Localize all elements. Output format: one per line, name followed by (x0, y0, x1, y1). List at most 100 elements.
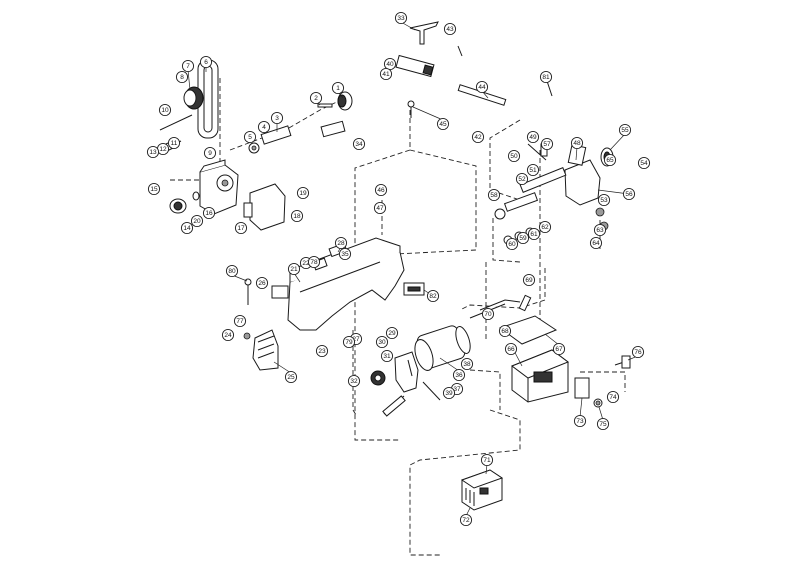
callout-circle (257, 120, 271, 134)
callout-number: 42 (474, 134, 482, 141)
callout-number: 68 (501, 328, 509, 335)
callout-6: 6 (199, 55, 213, 69)
callout-73: 73 (573, 414, 587, 428)
callout-79: 79 (342, 335, 356, 349)
callout-54: 54 (637, 156, 651, 170)
callout-circle (147, 182, 161, 196)
callout-circle (597, 193, 611, 207)
callout-number: 70 (484, 311, 492, 318)
callout-number: 17 (237, 225, 245, 232)
callout-12: 12 (156, 142, 170, 156)
callout-number: 47 (376, 205, 384, 212)
callout-number: 43 (446, 26, 454, 33)
callout-number: 53 (600, 197, 608, 204)
callout-circle (373, 201, 387, 215)
callout-number: 27 (352, 336, 360, 343)
part-number-callouts: 1234567891011121314151617181920212223242… (146, 11, 651, 527)
callout-circle (606, 390, 620, 404)
callout-number: 64 (592, 240, 600, 247)
callout-circle (452, 368, 466, 382)
callout-number: 62 (541, 224, 549, 231)
callout-17: 17 (234, 221, 248, 235)
callout-25: 25 (284, 370, 298, 384)
callout-number: 79 (345, 339, 353, 346)
callout-number: 67 (555, 346, 563, 353)
callout-57: 57 (540, 137, 554, 151)
callout-number: 44 (478, 84, 486, 91)
callout-26: 26 (255, 276, 269, 290)
callout-75: 75 (596, 417, 610, 431)
callout-number: 63 (596, 227, 604, 234)
callout-number: 24 (224, 332, 232, 339)
callout-number: 40 (386, 61, 394, 68)
callout-circle (498, 324, 512, 338)
callout-number: 16 (205, 210, 213, 217)
callout-circle (309, 91, 323, 105)
callout-circle (374, 183, 388, 197)
callout-number: 20 (193, 218, 201, 225)
callout-number: 34 (355, 141, 363, 148)
callout-circle (199, 55, 213, 69)
callout-42: 42 (471, 130, 485, 144)
callout-number: 29 (388, 330, 396, 337)
callout-number: 58 (490, 192, 498, 199)
callout-number: 69 (525, 277, 533, 284)
callout-circle (539, 70, 553, 84)
callout-circle (622, 187, 636, 201)
callout-38: 38 (460, 357, 474, 371)
callout-number: 32 (350, 378, 358, 385)
callout-number: 80 (228, 268, 236, 275)
callout-number: 66 (507, 346, 515, 353)
callout-number: 1 (336, 85, 340, 92)
callout-circle (637, 156, 651, 170)
callout-number: 6 (204, 59, 208, 66)
callout-78: 78 (307, 255, 321, 269)
callout-circle (375, 335, 389, 349)
callout-circle (180, 221, 194, 235)
headstock-housing (169, 159, 239, 215)
callout-number: 14 (183, 225, 191, 232)
callout-number: 12 (159, 146, 167, 153)
callout-number: 57 (543, 141, 551, 148)
callout-circle (284, 370, 298, 384)
callout-circle (255, 276, 269, 290)
callout-circle (202, 206, 216, 220)
callout-60: 60 (505, 237, 519, 251)
callout-14: 14 (180, 221, 194, 235)
callout-56: 56 (622, 187, 636, 201)
callout-13: 13 (146, 145, 160, 159)
callout-circle (487, 188, 501, 202)
callout-number: 21 (290, 266, 298, 273)
callout-circle (334, 236, 348, 250)
callout-circle (618, 123, 632, 137)
callout-23: 23 (315, 344, 329, 358)
callout-65: 65 (603, 153, 617, 167)
callout-number: 13 (149, 149, 157, 156)
callout-40: 40 (383, 57, 397, 71)
callout-number: 33 (397, 15, 405, 22)
callout-circle (475, 80, 489, 94)
callout-circle (573, 414, 587, 428)
tailstock-group (494, 77, 614, 245)
callout-number: 38 (463, 361, 471, 368)
callout-number: 71 (483, 457, 491, 464)
callout-circle (307, 255, 321, 269)
callout-circle (181, 59, 195, 73)
callout-67: 67 (552, 342, 566, 356)
callout-62: 62 (538, 220, 552, 234)
callout-7: 7 (181, 59, 195, 73)
callout-53: 53 (597, 193, 611, 207)
callout-circle (175, 70, 189, 84)
callout-3: 3 (270, 111, 284, 125)
callout-29: 29 (385, 326, 399, 340)
callout-number: 48 (573, 140, 581, 147)
callout-circle (243, 130, 257, 144)
callout-36: 36 (452, 368, 466, 382)
callout-number: 15 (150, 186, 158, 193)
bed-end-cap (243, 278, 289, 371)
callout-number: 65 (606, 157, 614, 164)
callout-circle (347, 374, 361, 388)
callout-45: 45 (436, 117, 450, 131)
callout-51: 51 (526, 163, 540, 177)
callout-circle (603, 153, 617, 167)
